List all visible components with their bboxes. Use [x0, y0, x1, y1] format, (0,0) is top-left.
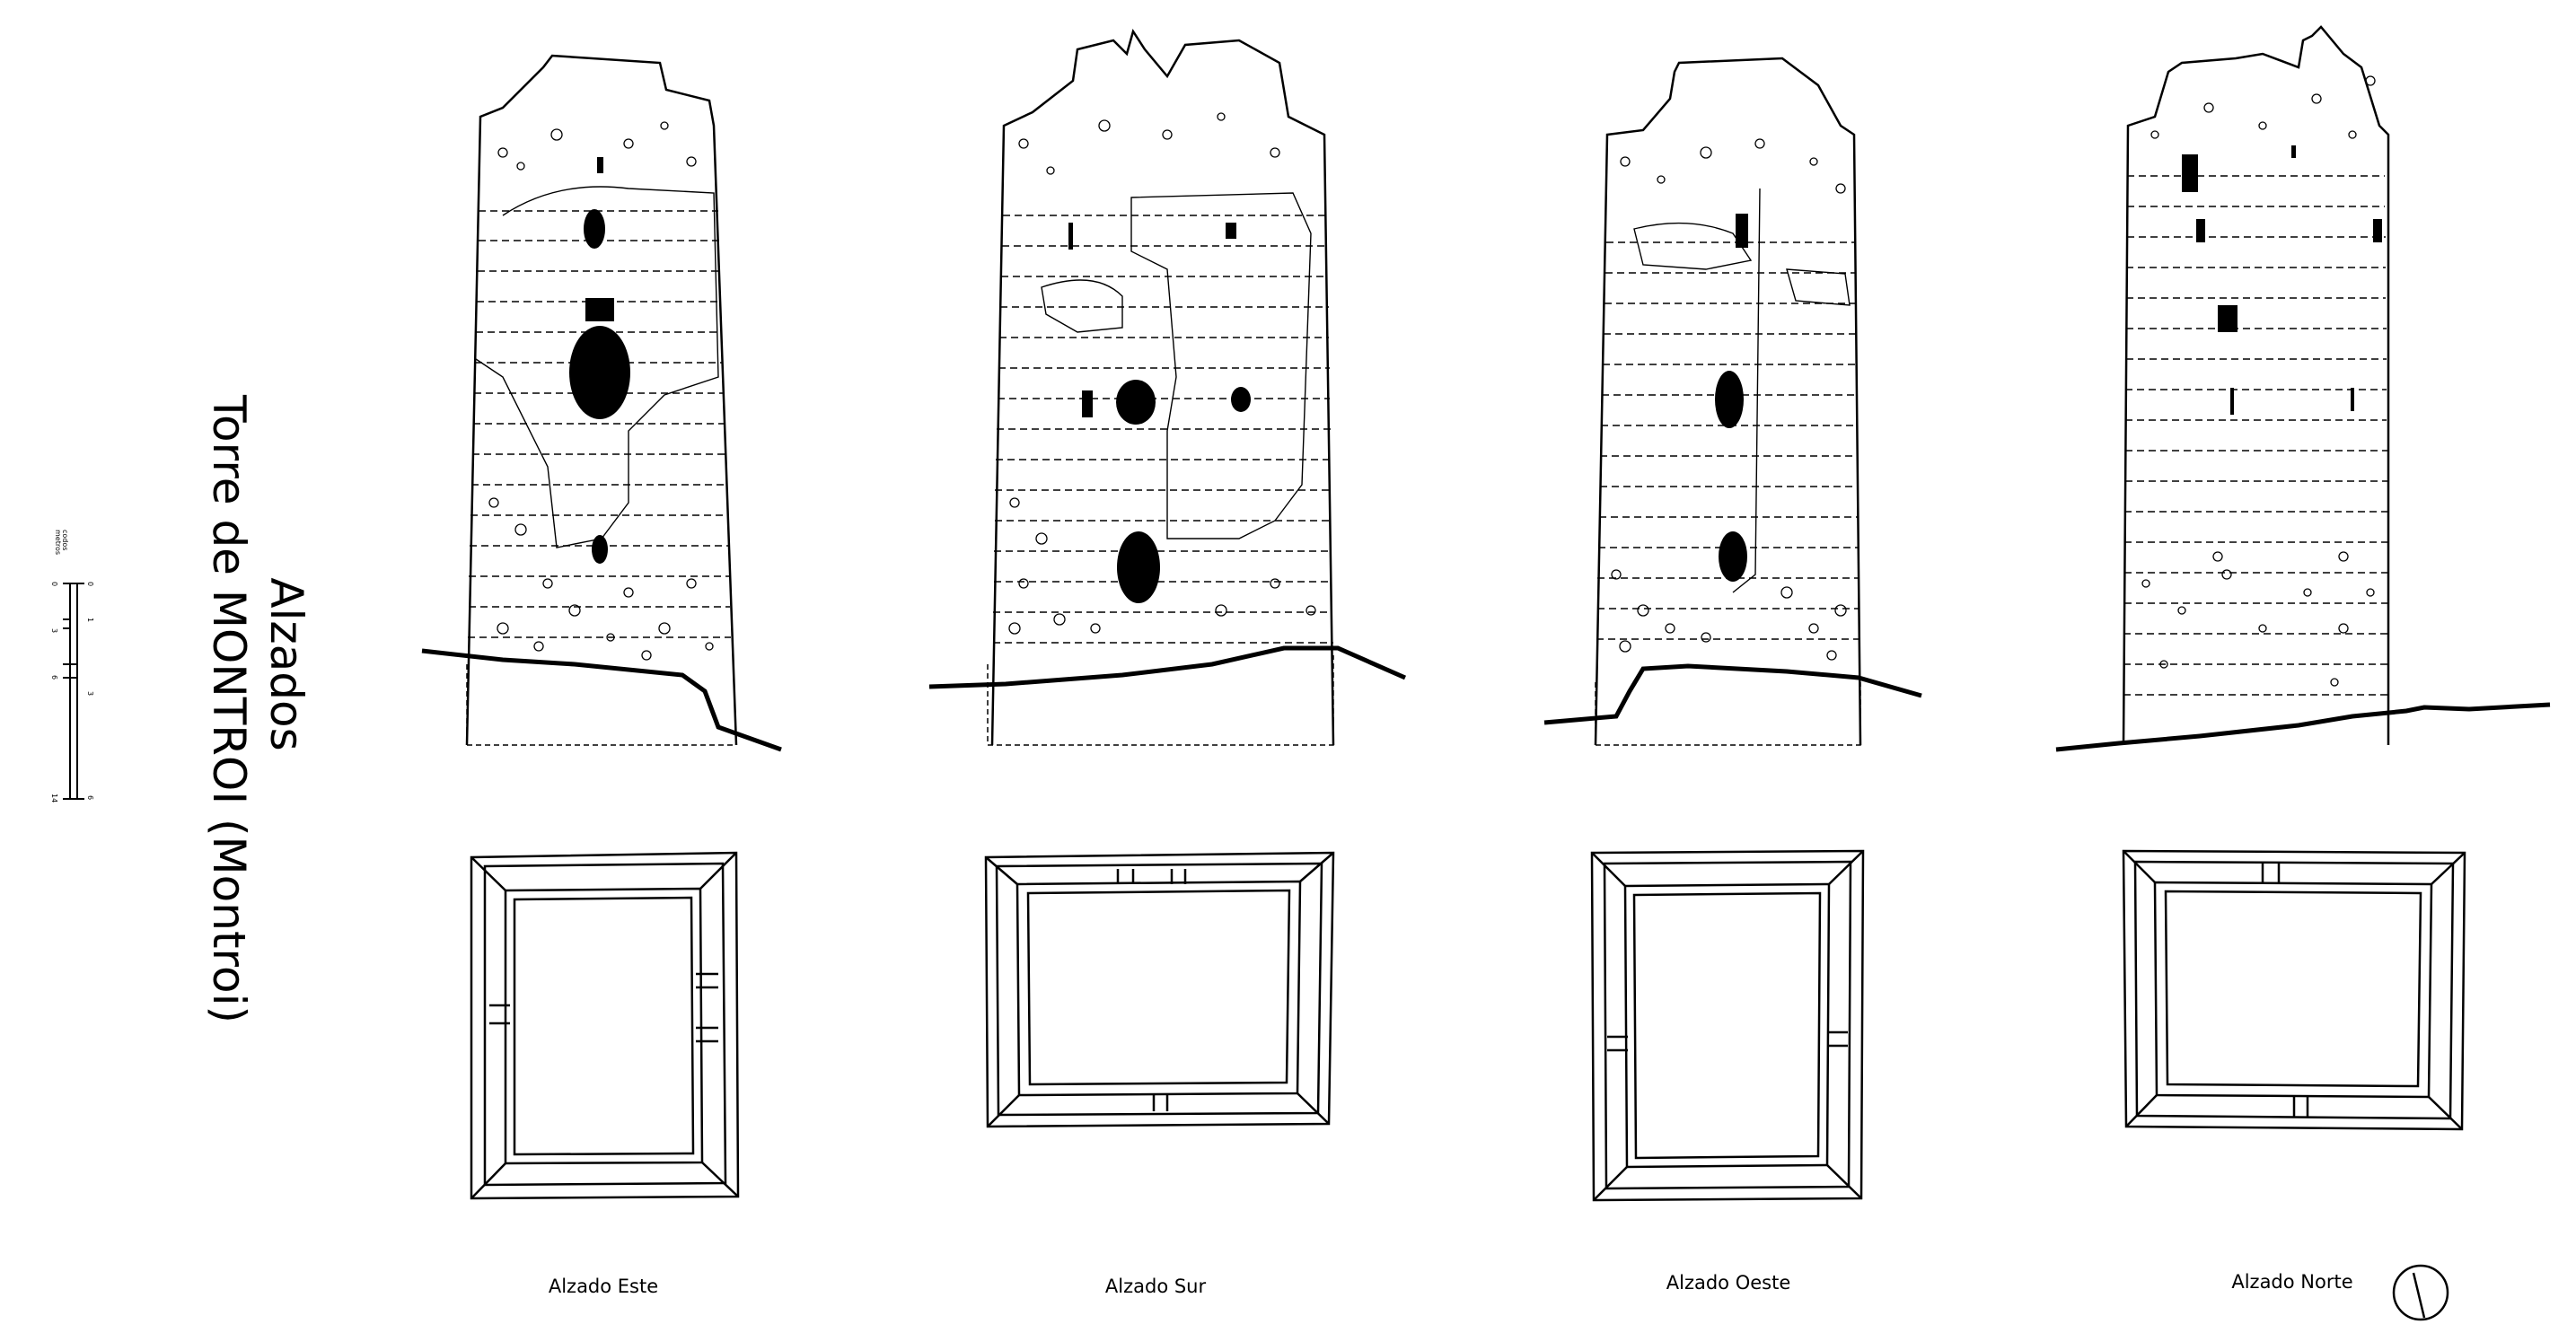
course-lines — [2123, 175, 2388, 696]
scale-tick-top-1: 1 — [86, 618, 94, 622]
stone-texture — [1008, 112, 1316, 635]
elevation-oeste — [1543, 57, 1922, 746]
render-patch — [1130, 192, 1312, 539]
elevation-este — [421, 54, 782, 752]
tower-outline — [465, 54, 738, 746]
elevation-sur — [928, 29, 1407, 746]
foundation-outline — [1595, 682, 1861, 746]
scale-tick-top-3: 3 — [86, 691, 94, 696]
scale-tick-bottom-6: 6 — [50, 675, 58, 680]
title-line-2: Torre de MONTROI (Montroi) — [203, 394, 255, 1023]
plan-este — [470, 851, 740, 1200]
scale-tick-top-6: 6 — [86, 795, 94, 800]
caption-alzado-este: Alzado Este — [549, 1276, 658, 1297]
caption-alzado-sur: Alzado Sur — [1105, 1276, 1207, 1297]
scale-tick-bottom-14: 14 — [50, 794, 58, 802]
ground-line — [1543, 663, 1922, 725]
render-patch — [1633, 222, 1753, 270]
caption-alzado-norte: Alzado Norte — [2231, 1271, 2352, 1293]
tower-outline — [990, 29, 1335, 746]
north-arrow-icon — [2392, 1264, 2449, 1321]
stone-texture — [1611, 138, 1847, 661]
render-patch — [1041, 279, 1123, 333]
scale-bar: metros codos 0 1 3 6 0 3 6 14 — [50, 530, 94, 802]
openings — [2182, 145, 2382, 415]
course-lines — [993, 215, 1333, 644]
render-patch — [475, 186, 719, 548]
elevation-norte — [2055, 25, 2551, 752]
foundation-outline — [987, 655, 1334, 746]
plan-norte — [2122, 849, 2466, 1131]
course-lines — [468, 210, 731, 638]
stone-texture — [2141, 75, 2376, 687]
caption-alzado-oeste: Alzado Oeste — [1666, 1272, 1791, 1294]
openings — [1715, 214, 1748, 582]
title-line-1: Alzados — [260, 577, 312, 750]
scale-unit-top: metros — [54, 530, 62, 555]
plan-sur — [984, 851, 1335, 1128]
ground-line — [928, 645, 1407, 689]
scale-unit-bottom: codos — [61, 530, 69, 550]
openings — [569, 157, 630, 564]
stone-texture — [488, 121, 714, 661]
plan-oeste — [1590, 849, 1865, 1202]
scale-tick-bottom-0: 0 — [50, 582, 58, 586]
openings — [1068, 223, 1251, 603]
scale-tick-top-0: 0 — [86, 582, 94, 586]
ground-line — [2055, 702, 2551, 752]
tower-outline — [1594, 57, 1862, 746]
scale-tick-bottom-3: 3 — [50, 628, 58, 633]
title-block: Alzados Torre de MONTROI (Montroi) — [203, 394, 312, 1023]
render-patch — [1732, 188, 1851, 593]
foundation-outline — [466, 664, 736, 746]
ground-line — [421, 648, 782, 752]
tower-outline — [2122, 25, 2390, 746]
